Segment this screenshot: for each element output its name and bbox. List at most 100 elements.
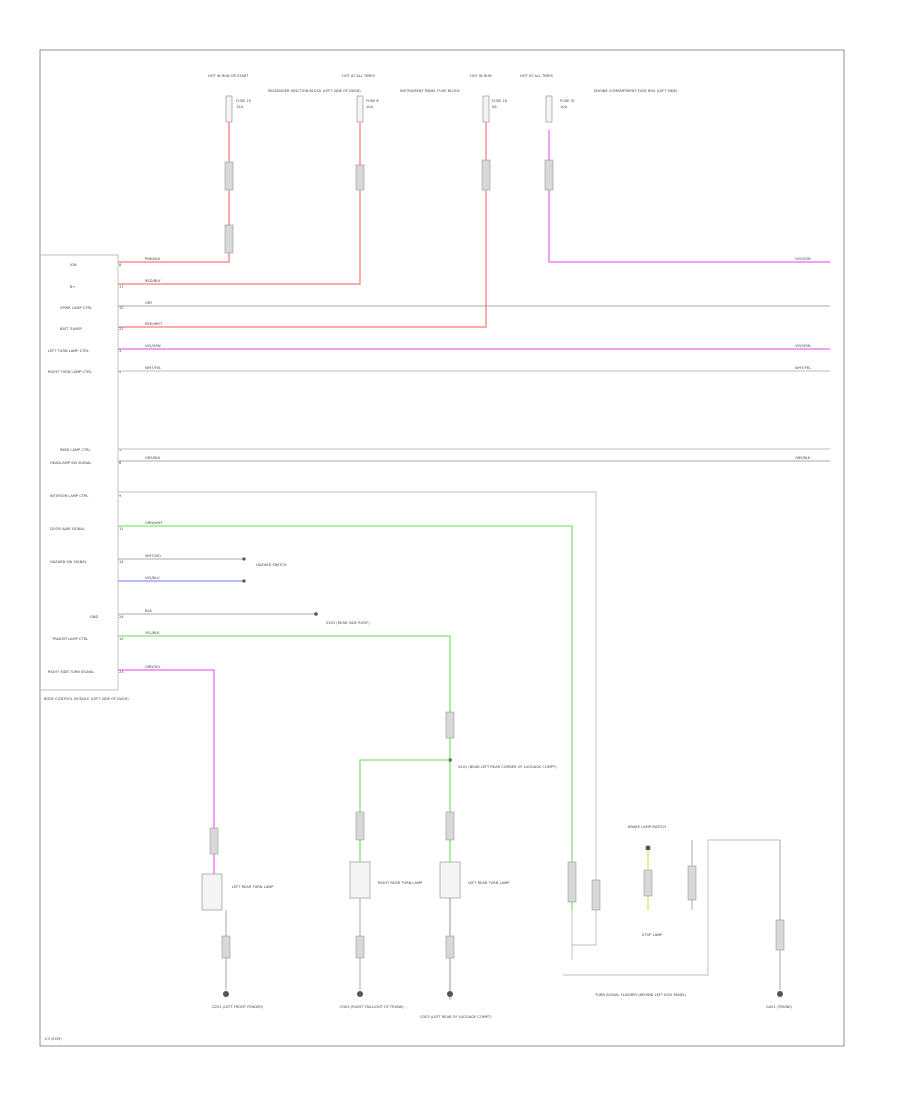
connector-door-ajar <box>567 861 577 903</box>
left-rear-lamp-label: LEFT REAR TURN LAMP <box>468 881 510 885</box>
wire-label-r3: GRY/BLK <box>795 456 811 460</box>
connector-lr <box>445 811 455 841</box>
pin-name-12: TRAILER LAMP CTRL <box>51 637 88 641</box>
splice-gnd <box>314 612 318 616</box>
wire-label-6: GRY/BLK <box>145 456 161 460</box>
pin-name-8: INTERIOR LAMP CTRL <box>50 494 88 498</box>
fuse-4: HOT AT ALL TIMES FUSE 31 10A ENGINE COMP… <box>520 74 678 123</box>
fuse-1-desc: PASSENGER JUNCTION BLOCK (LEFT SIDE OF D… <box>268 89 361 93</box>
pin-num-4: 3 <box>119 349 121 353</box>
fuse-3-header: HOT IN RUN <box>470 74 492 78</box>
wire-label-3: RED/WHT <box>145 322 163 326</box>
brake-switch-label: BRAKE LAMP SWITCH <box>628 825 666 829</box>
pin-num-0: 8 <box>119 263 122 267</box>
pin-name-6: PARK LAMP CTRL <box>60 448 91 452</box>
pin-name-4: LEFT TURN LAMP CTRL <box>48 349 89 353</box>
fuse-4-symbol <box>545 95 553 123</box>
pin-name-10: HAZARD SW SIGNAL <box>50 560 87 564</box>
wire-g401 <box>691 840 781 990</box>
g401-symbol <box>777 991 783 997</box>
connector-f4 <box>544 159 554 191</box>
hazard-switch-label: HAZARD SWITCH <box>256 563 287 567</box>
flasher-label: TURN SIGNAL FLASHER (BEHIND LEFT KICK PA… <box>594 993 687 997</box>
fuse-1-header: HOT IN RUN OR START <box>208 74 249 78</box>
pin-name-11: GND <box>90 615 98 619</box>
pin-num-7: 6 <box>119 461 122 465</box>
fuse-4-desc: ENGINE COMPARTMENT FUSE BOX (LEFT SIDE) <box>594 89 678 93</box>
fuse-1-name: FUSE 10 <box>236 99 252 103</box>
connector-f1a <box>224 161 234 191</box>
connector-g401b <box>775 919 785 951</box>
connector-trailer <box>445 711 455 739</box>
wire-label-0: PNK/BLK <box>145 257 161 261</box>
connector-lr-ground <box>445 935 455 959</box>
connector-rs-ground <box>221 935 231 959</box>
fuse-1: HOT IN RUN OR START FUSE 10 15A PASSENGE… <box>208 74 361 123</box>
pin-name-5: RIGHT TURN LAMP CTRL <box>48 370 92 374</box>
stop-lamp-label: STOP LAMP <box>642 933 663 937</box>
wire-label-8: BLK <box>145 609 152 613</box>
wire-label-r2: WHT/YEL <box>795 366 811 370</box>
pin-num-11: 24 <box>119 615 124 619</box>
fuse-2: HOT AT ALL TIMES FUSE 8 10A INSTRUMENT P… <box>342 74 460 123</box>
right-rear-turn-lamp <box>349 861 371 899</box>
wire-label-4: VIO/GRN <box>145 344 161 348</box>
fuse-4-amp: 10A <box>560 105 568 109</box>
wire-fuse1-drop <box>118 122 230 263</box>
pin-name-0: IGN <box>70 263 77 267</box>
fuse-1-amp: 15A <box>236 105 244 109</box>
g201-symbol <box>223 991 229 997</box>
fuse-2-name: FUSE 8 <box>366 99 379 103</box>
fuse-2-symbol <box>356 95 364 123</box>
left-rear-turn-lamp <box>439 861 461 899</box>
wire-label-10: WHT/VIO <box>145 554 161 558</box>
connector-rs-turn <box>209 827 219 855</box>
fuse-3-symbol <box>482 95 490 123</box>
wire-fuse3-drop <box>118 122 487 328</box>
right-turn-lamp-label: RIGHT REAR TURN LAMP <box>378 881 423 885</box>
fuse-3-amp: 5A <box>492 105 497 109</box>
diagram-frame <box>39 49 845 1047</box>
pin-num-12: 19 <box>119 637 124 641</box>
fuse-1-symbol <box>225 95 233 123</box>
splice-s201-label: S201 (NEAR LEFT REAR CORNER OF LUGGAGE C… <box>458 765 557 769</box>
wire-label-7: GRN/WHT <box>145 521 163 525</box>
wire-label-12: GRN/YEL <box>145 665 161 669</box>
g302-label: G302 (RIGHT TAILLIGHT OF TRUNK) <box>340 1005 404 1009</box>
wire-label-r1: VIO/GRN <box>795 344 811 348</box>
g401-label: G401 (TRUNK) <box>766 1005 793 1009</box>
fuse-3: HOT IN RUN FUSE 18 5A <box>470 74 508 123</box>
module-pin-list: IGN 8 B+ 17 VPWR LAMP CTRL 12 BATT SAVER… <box>48 263 124 674</box>
wire-fuse4-drop <box>548 130 830 263</box>
g303-symbol <box>447 991 453 997</box>
right-side-turn-lamp <box>201 873 223 911</box>
flasher-box <box>563 839 780 976</box>
splice-hazard-b <box>242 579 246 583</box>
page-code: 1/3 (ECM) <box>44 1037 62 1041</box>
wire-label-r0: VIO/GRN <box>795 257 811 261</box>
g201-label: G201 (LEFT FRONT FENDER) <box>212 1005 264 1009</box>
pin-name-3: BATT SAVER <box>60 327 82 331</box>
connector-f1b <box>224 224 234 254</box>
splice-hazard-a <box>242 557 246 561</box>
pin-num-13: 23 <box>119 670 124 674</box>
pin-name-1: B+ <box>70 285 75 289</box>
connector-interior <box>591 879 601 911</box>
fuse-2-amp: 10A <box>366 105 374 109</box>
wire-door-ajar <box>118 525 573 910</box>
left-turn-lamp-label: LEFT REAR TURN LAMP <box>232 885 274 889</box>
wire-label-9: YEL/BLK <box>145 631 160 635</box>
pin-num-10: 14 <box>119 560 124 564</box>
connector-brake <box>643 869 653 897</box>
wire-rr-turn <box>359 759 450 880</box>
pin-name-7: HEADLAMP SW SIGNAL <box>50 461 91 465</box>
pin-num-1: 17 <box>119 285 124 289</box>
g303-label: G303 (LEFT REAR OF LUGGAGE COMPT) <box>420 1015 492 1019</box>
pin-name-9: DOOR AJAR SIGNAL <box>50 527 85 531</box>
fuse-2-header: HOT AT ALL TIMES <box>342 74 376 78</box>
connector-rr <box>355 811 365 841</box>
connector-rr-ground <box>355 935 365 959</box>
wire-rs-turn <box>118 669 215 900</box>
pin-num-5: 4 <box>119 370 122 374</box>
